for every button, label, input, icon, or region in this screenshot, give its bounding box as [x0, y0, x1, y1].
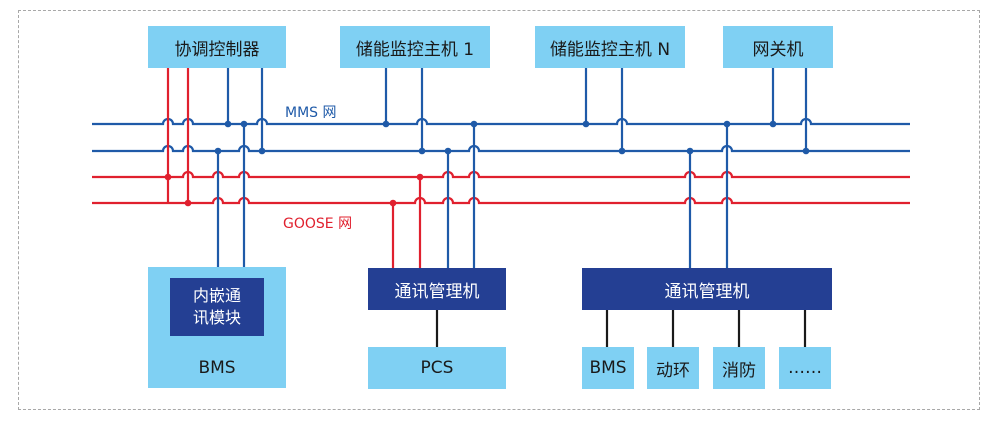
aux-comm-manager: 通讯管理机	[582, 268, 832, 310]
junction-dot	[184, 199, 192, 207]
pcs-label: PCS	[420, 358, 454, 378]
junction-dot	[240, 120, 248, 128]
pcs-box: PCS	[368, 347, 506, 389]
storage-host-n-box: 储能监控主机 N	[535, 26, 685, 68]
gateway-label: 网关机	[752, 39, 804, 60]
environment-box: 动环	[647, 347, 699, 389]
junction-dot	[382, 120, 390, 128]
goose-bus-line	[92, 170, 910, 179]
gateway-box: 网关机	[723, 26, 833, 68]
junction-dot	[802, 147, 810, 155]
junction-dot	[224, 120, 232, 128]
junction-dot	[769, 120, 777, 128]
mms-network-label: MMS 网	[285, 105, 337, 121]
junction-dot	[582, 120, 590, 128]
junction-dot	[618, 147, 626, 155]
storage-host-1-box: 储能监控主机 1	[340, 26, 490, 68]
aux-bms-label: BMS	[589, 358, 627, 378]
junction-dot	[416, 173, 424, 181]
mms-bus-line	[92, 144, 910, 153]
goose-network-label: GOOSE 网	[283, 216, 353, 232]
pcs-comm-manager: 通讯管理机	[368, 268, 506, 310]
bms-label: BMS	[198, 358, 236, 378]
embedded-comm-module-label: 内嵌通 讯模块	[192, 286, 241, 327]
more-devices-label: ……	[788, 358, 822, 378]
junction-dot	[470, 120, 478, 128]
junction-dot	[389, 199, 397, 207]
junction-dot	[418, 147, 426, 155]
junction-dot	[686, 147, 694, 155]
aux-comm-manager-label: 通讯管理机	[664, 281, 750, 302]
junction-dot	[164, 173, 172, 181]
storage-host-n-label: 储能监控主机 N	[549, 39, 671, 60]
junction-dot	[723, 120, 731, 128]
storage-host-1-label: 储能监控主机 1	[355, 39, 475, 60]
environment-label: 动环	[656, 360, 690, 381]
fire-protection-label: 消防	[722, 360, 756, 381]
more-devices-box: ……	[779, 347, 831, 389]
dashed-frame	[18, 10, 980, 410]
junction-dot	[214, 147, 222, 155]
fire-protection-box: 消防	[713, 347, 765, 389]
junction-dot	[258, 147, 266, 155]
junction-dot	[444, 147, 452, 155]
coordinator-label: 协调控制器	[174, 39, 260, 60]
embedded-comm-module: 内嵌通 讯模块	[170, 278, 264, 336]
mms-bus-line	[92, 117, 910, 126]
pcs-comm-manager-label: 通讯管理机	[394, 281, 480, 302]
coordinator-box: 协调控制器	[148, 26, 286, 68]
aux-bms-box: BMS	[582, 347, 634, 389]
goose-bus-line	[92, 196, 910, 205]
